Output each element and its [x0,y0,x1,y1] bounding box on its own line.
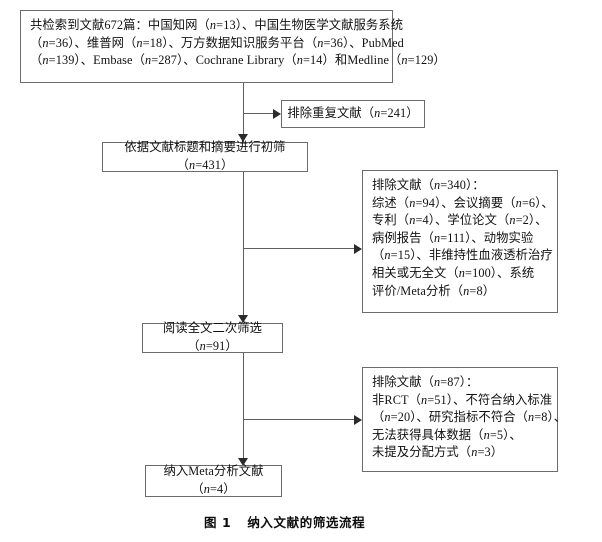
connector-trunk-upper [243,83,244,142]
records-identified-line-2: （n=36）、维普网（n=18）、万方数据知识服务平台（n=36）、PubMed [30,35,404,50]
excluded-screening-line-6: 相关或无全文（n=100）、系统 [372,265,535,280]
excluded-fulltext-line-2: 非RCT（n=51）、不符合纳入标准 [372,392,553,407]
excluded-screening-line-7: 评价/Meta分析（n=8） [372,283,496,298]
title-abstract-screening-box: 依据文献标题和摘要进行初筛（n=431） [102,140,308,172]
excluded-screening-line-4: 病例报告（n=111）、动物实验 [372,230,534,245]
fulltext-screening-box: 阅读全文二次筛选（n=91） [142,321,283,353]
figure-caption: 图 1 纳入文献的筛选流程 [204,512,365,531]
arrowhead-to-excluded-screening [354,244,362,254]
connector-trunk-lower [243,353,244,465]
records-identified-line-3: （n=139）、Embase（n=287）、Cochrane Library（n… [30,53,446,68]
excluded-fulltext-line-1: 排除文献（n=87）： [372,375,479,389]
excluded-screening-line-3: 专利（n=4）、学位论文（n=2）、 [372,213,548,228]
arrowhead-to-excluded-fulltext [354,415,362,425]
excluded-fulltext-line-4: 无法获得具体数据（n=5）、 [372,427,522,442]
included-in-meta-analysis-box: 纳入Meta分析文献（n=4） [145,464,282,497]
excluded-after-screening-box: 排除文献（n=340）： 综述（n=94）、会议摘要（n=6）、 专利（n=4）… [362,170,558,313]
fulltext-screening-text: 阅读全文二次筛选（n=91） [162,321,263,353]
figure-caption-title: 纳入文献的筛选流程 [247,515,366,530]
connector-branch-to-excluded-fulltext [243,419,354,420]
excluded-screening-line-5: （n=15）、非维持性血液透析治疗 [372,248,553,263]
excluded-screening-line-2: 综述（n=94）、会议摘要（n=6）、 [372,195,554,210]
connector-branch-to-duplicates [243,113,273,114]
arrowhead-to-fulltext-screening [238,315,248,323]
excluded-after-fulltext-box: 排除文献（n=87）： 非RCT（n=51）、不符合纳入标准 （n=20）、研究… [362,367,567,472]
records-identified-line-1: 共检索到文献672篇：中国知网（n=13）、中国生物医学文献服务系统 [30,18,404,32]
excluded-fulltext-line-5: 未提及分配方式（n=3） [372,445,504,460]
title-abstract-screening-text: 依据文献标题和摘要进行初筛（n=431） [124,140,286,172]
arrowhead-to-title-abstract-screening [238,134,248,142]
duplicates-removed-box: 排除重复文献（n=241） [281,100,425,128]
connector-trunk-middle [243,172,244,322]
arrowhead-to-duplicates [273,109,281,119]
connector-branch-to-excluded-screening [243,248,354,249]
records-identified-box: 共检索到文献672篇：中国知网（n=13）、中国生物医学文献服务系统 （n=36… [20,10,446,83]
duplicates-removed-text: 排除重复文献（n=241） [287,106,419,121]
figure-caption-number: 图 1 [204,515,232,530]
included-text: 纳入Meta分析文献（n=4） [163,464,264,496]
arrowhead-to-included [238,458,248,466]
excluded-screening-line-1: 排除文献（n=340）： [372,178,485,192]
excluded-fulltext-line-3: （n=20）、研究指标不符合（n=8）、 [372,410,567,425]
